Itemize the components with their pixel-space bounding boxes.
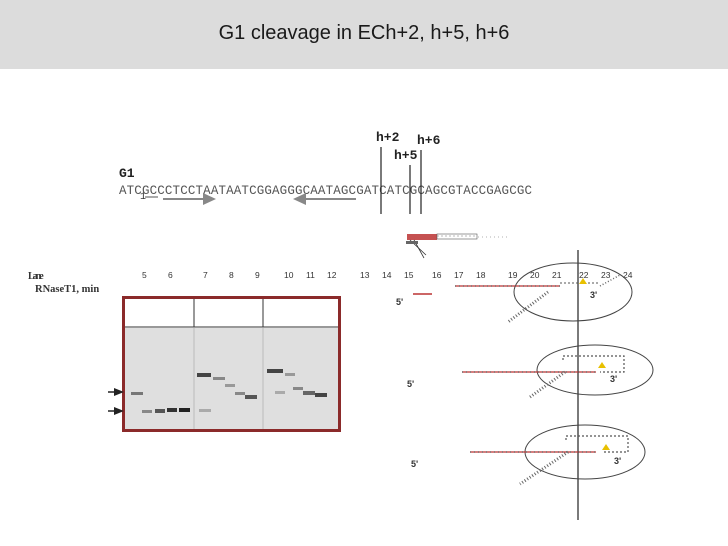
h5-label: h+5 — [394, 148, 418, 163]
lane-number: 6 — [168, 270, 173, 280]
lane-number: 24 — [623, 270, 633, 280]
five-prime-label-2: 5' — [407, 379, 415, 389]
lane-number: 20 — [530, 270, 540, 280]
lane-number: 9 — [255, 270, 260, 280]
gel-panel — [122, 296, 341, 432]
h6-label: h+6 — [417, 133, 441, 148]
lane-prefix-label: Lane — [28, 271, 44, 282]
complex-schematic-3 — [470, 424, 646, 486]
lane-number: 17 — [454, 270, 464, 280]
three-prime-label-3: 3' — [614, 456, 622, 466]
lane-number: 14 — [382, 270, 392, 280]
sequence-position-mark: 1 — [140, 192, 147, 203]
lane-number: 23 — [601, 270, 611, 280]
lane-number: 7 — [203, 270, 208, 280]
band-arrow-lower — [114, 407, 124, 415]
lane-number-row: 5 6 7 8 9 10 11 12 13 14 15 16 17 18 19 … — [0, 270, 728, 286]
complex-schematic-2 — [462, 344, 654, 399]
lane-number: 10 — [284, 270, 294, 280]
slide-title: G1 cleavage in ECh+2, h+5, h+6 — [218, 22, 510, 44]
sequence-label: G1 — [119, 166, 135, 181]
complex-schematic-1 — [413, 262, 633, 324]
lane-number: 15 — [404, 270, 414, 280]
band-arrow-upper — [114, 388, 124, 396]
three-prime-label-1: 3' — [590, 290, 598, 300]
lane-number: 18 — [476, 270, 486, 280]
sequence-text: ATCGCCCTCCTAATAATCGGAGGGCAATAGCGATCATCGC… — [119, 184, 533, 198]
rnase-axis-label: RNaseT1, min — [35, 284, 100, 295]
lane-number: 22 — [579, 270, 589, 280]
gel-band-arrows — [108, 388, 124, 415]
lane-number: 5 — [142, 270, 147, 280]
gel-image — [125, 299, 338, 429]
three-prime-label-2: 3' — [610, 374, 618, 384]
h2-label: h+2 — [376, 130, 400, 145]
mini-complex-schematic — [406, 233, 510, 259]
title-bar — [0, 0, 728, 69]
lane-number: 21 — [552, 270, 562, 280]
lane-number: 16 — [432, 270, 442, 280]
five-prime-label-1: 5' — [396, 297, 404, 307]
lane-number: 19 — [508, 270, 518, 280]
lane-number: 8 — [229, 270, 234, 280]
lane-number: 13 — [360, 270, 370, 280]
lane-number: 12 — [327, 270, 337, 280]
five-prime-label-3: 5' — [411, 459, 419, 469]
lane-number: 11 — [306, 270, 315, 280]
